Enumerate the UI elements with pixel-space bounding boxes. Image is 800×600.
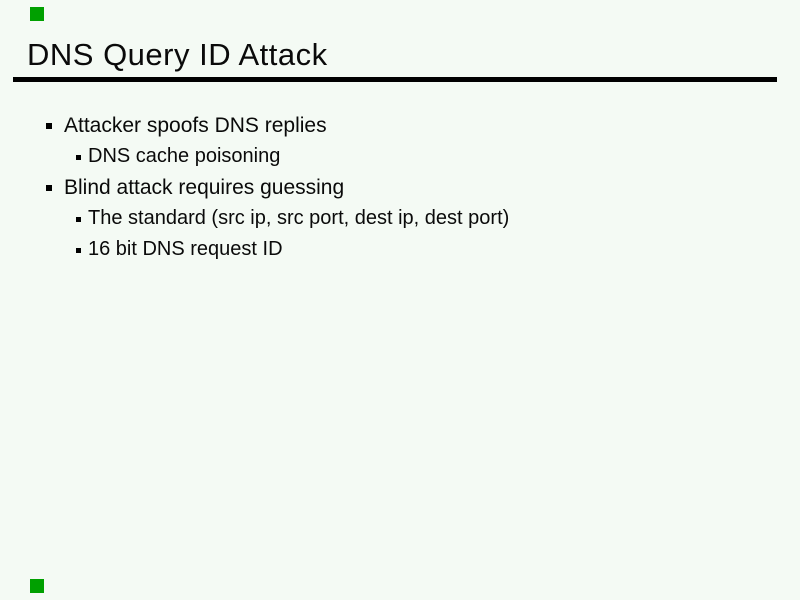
bullet-list: Attacker spoofs DNS replies DNS cache po… xyxy=(0,110,800,265)
list-item: Attacker spoofs DNS replies xyxy=(0,110,800,141)
square-bullet-icon xyxy=(76,247,81,253)
bullet-text: Attacker spoofs DNS replies xyxy=(64,114,327,137)
square-bullet-icon xyxy=(46,184,52,191)
list-item: DNS cache poisoning xyxy=(0,141,800,172)
square-bullet-icon xyxy=(76,154,81,160)
page-title: DNS Query ID Attack xyxy=(27,37,328,72)
list-item: Blind attack requires guessing xyxy=(0,172,800,203)
bullet-text: Blind attack requires guessing xyxy=(64,176,345,199)
list-item: 16 bit DNS request ID xyxy=(0,234,800,265)
square-bullet-icon xyxy=(46,122,52,129)
bullet-text: The standard (src ip, src port, dest ip,… xyxy=(88,207,510,229)
green-square-marker-top-icon xyxy=(30,7,44,21)
square-bullet-icon xyxy=(76,216,81,222)
list-item: The standard (src ip, src port, dest ip,… xyxy=(0,203,800,234)
title-underline xyxy=(13,77,777,82)
green-square-marker-bottom-icon xyxy=(30,579,44,593)
bullet-text: 16 bit DNS request ID xyxy=(88,238,283,260)
bullet-text: DNS cache poisoning xyxy=(88,145,281,167)
